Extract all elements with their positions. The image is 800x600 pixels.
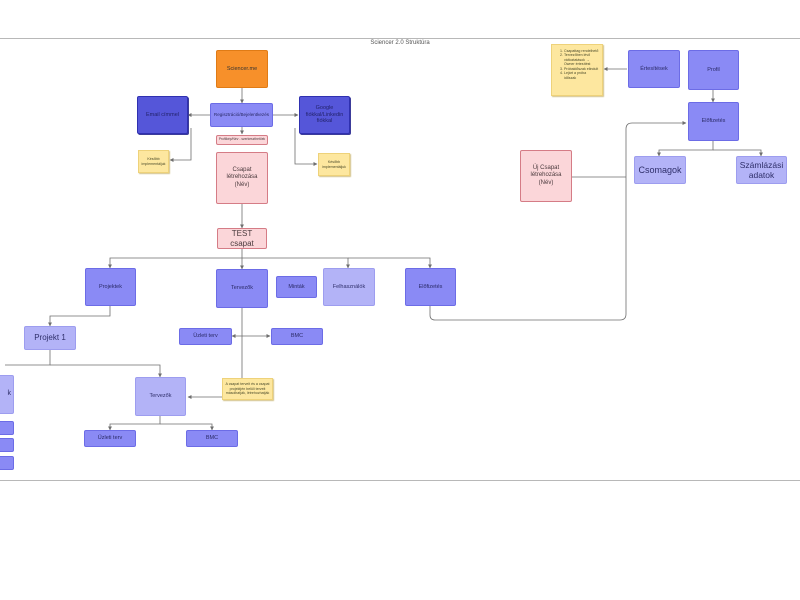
note-list-item: Próbaidőszak elindult [564,67,599,71]
tervezok-node[interactable]: Tervezők [216,269,268,308]
connector [108,416,161,431]
felhasznalok-node[interactable]: Felhasználók [323,268,375,306]
connector [348,257,432,269]
google-node[interactable]: Google fiókkal/Linkedin fiókkal [299,96,350,134]
profil-node[interactable]: Profil [688,50,739,90]
connector [429,121,687,321]
connector [242,257,350,269]
connector [50,364,162,378]
mintak-node[interactable]: Minták [276,276,317,298]
email-node[interactable]: Email címmel [137,96,188,134]
note-list-item: Tervezőben lévő változtatások → Owner ér… [564,53,599,66]
connector [160,423,214,431]
note-list-item: Lejárt a próba időszak [564,71,599,80]
connector [48,306,111,327]
sticky-note-kesobb-1: Később implementáljuk [138,150,169,173]
sticky-note-csapat: A csapat terveit és a csapat projektjén … [222,378,273,400]
connector [231,308,243,338]
frame-bottom-border [0,480,800,481]
regisztracio-node[interactable]: Regisztráció/Bejelentkezés [210,103,273,127]
connector [713,149,763,157]
frame-title: Sciencer 2.0 Struktúra [370,40,430,46]
uzleti-terv-2-node[interactable]: Üzleti terv [84,430,136,447]
szamlazasi-adatok-node[interactable]: Számlázási adatok [736,156,787,184]
elofizetes-team-node[interactable]: Előfizetés [405,268,456,306]
projekt-1-node[interactable]: Projekt 1 [24,326,76,350]
offscreen-node-left[interactable]: k [0,375,14,414]
csomagok-node[interactable]: Csomagok [634,156,686,184]
connector [108,249,243,269]
connector [294,128,318,166]
sciencer-node[interactable]: Sciencer.me [216,50,268,88]
offscreen-node-left-small-2[interactable] [0,438,14,452]
sticky-note-ertesitesek-list: Csapattag rendelhető Tervezőben lévő vál… [551,44,603,96]
offscreen-node-left-small-3[interactable] [0,456,14,470]
test-csapat-node[interactable]: TEST csapat [217,228,267,249]
bmc-1-node[interactable]: BMC [271,328,323,345]
connector [5,350,51,366]
sticky-note-kesobb-2: Később implementáljuk [318,153,350,176]
uzleti-terv-1-node[interactable]: Üzleti terv [179,328,232,345]
bmc-2-node[interactable]: BMC [186,430,238,447]
connector [657,141,714,157]
profilkep-node[interactable]: Profilkép/Név - szerkeszthetőek [216,135,268,145]
connector [169,128,192,162]
csapat-letrehozasa-node[interactable]: Csapat létrehozása (Név) [216,152,268,204]
offscreen-node-left-small-1[interactable] [0,421,14,435]
ertesitesek-node[interactable]: Értesítések [628,50,680,88]
note-list-item: Csapattag rendelhető [564,49,599,53]
frame-top-border [0,38,800,39]
tervezok-2-node[interactable]: Tervezők [135,377,186,416]
elofizetes-top-node[interactable]: Előfizetés [688,102,739,141]
projektek-node[interactable]: Projektek [85,268,136,306]
uj-csapat-node[interactable]: Új Csapat létrehozása (Név) [520,150,572,202]
